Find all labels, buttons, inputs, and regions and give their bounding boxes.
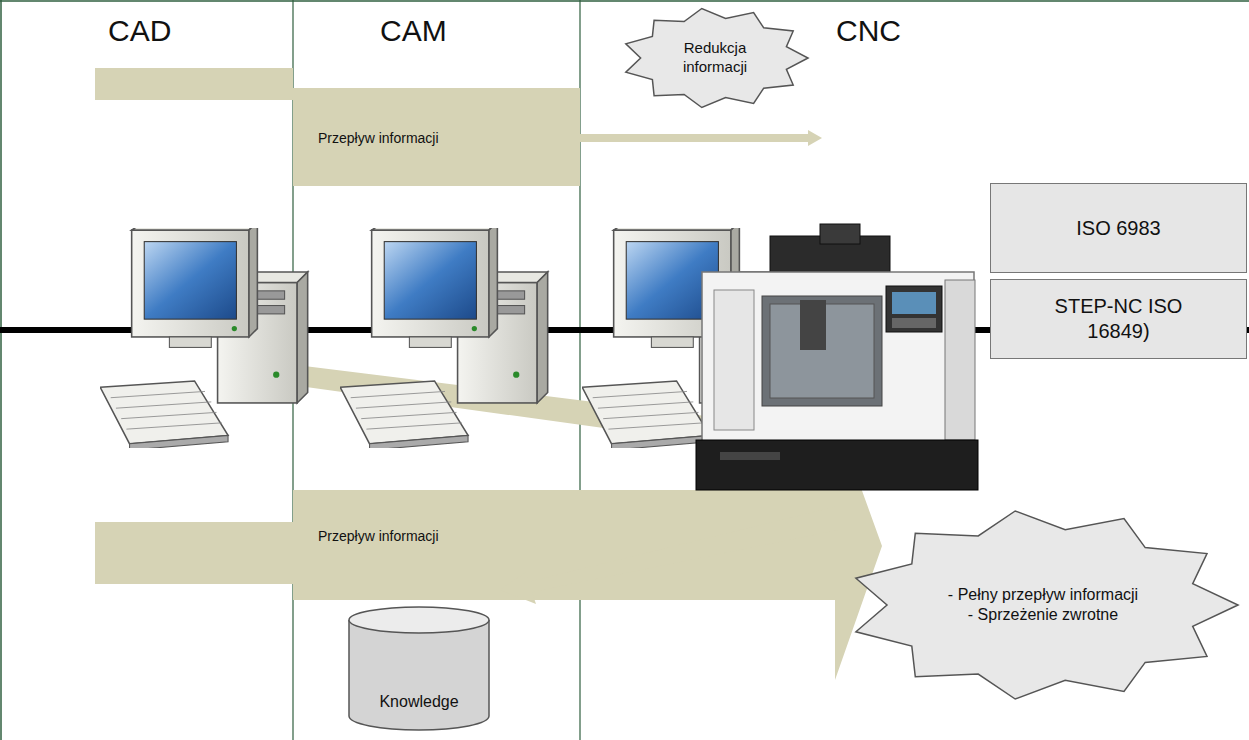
- node-text: Knowledge: [379, 692, 458, 712]
- callout-cloud: - Pełny przepływ informacji- Sprzeżenie …: [848, 510, 1238, 700]
- standard-box: STEP-NC ISO 16849): [990, 279, 1247, 359]
- node-text: - Sprzeżenie zwrotne: [968, 605, 1118, 625]
- cylinder-outline: [348, 606, 490, 730]
- column-heading: CAD: [108, 14, 171, 48]
- column-heading: CAM: [380, 14, 447, 48]
- node-text: STEP-NC ISO 16849): [1049, 294, 1189, 344]
- database-cylinder: Knowledge: [348, 606, 490, 730]
- cloud-outline: [848, 510, 1238, 700]
- callout-cloud: Redukcja informacji: [622, 8, 808, 108]
- flow-label: Przepływ informacji: [318, 130, 439, 146]
- flow-label: Przepływ informacji: [318, 528, 439, 544]
- node-text: ISO 6983: [1076, 216, 1161, 241]
- column-heading: CNC: [836, 14, 901, 48]
- standard-box: ISO 6983: [990, 183, 1247, 273]
- node-text: - Pełny przepływ informacji: [948, 585, 1138, 605]
- node-text: Redukcja informacji: [665, 39, 765, 77]
